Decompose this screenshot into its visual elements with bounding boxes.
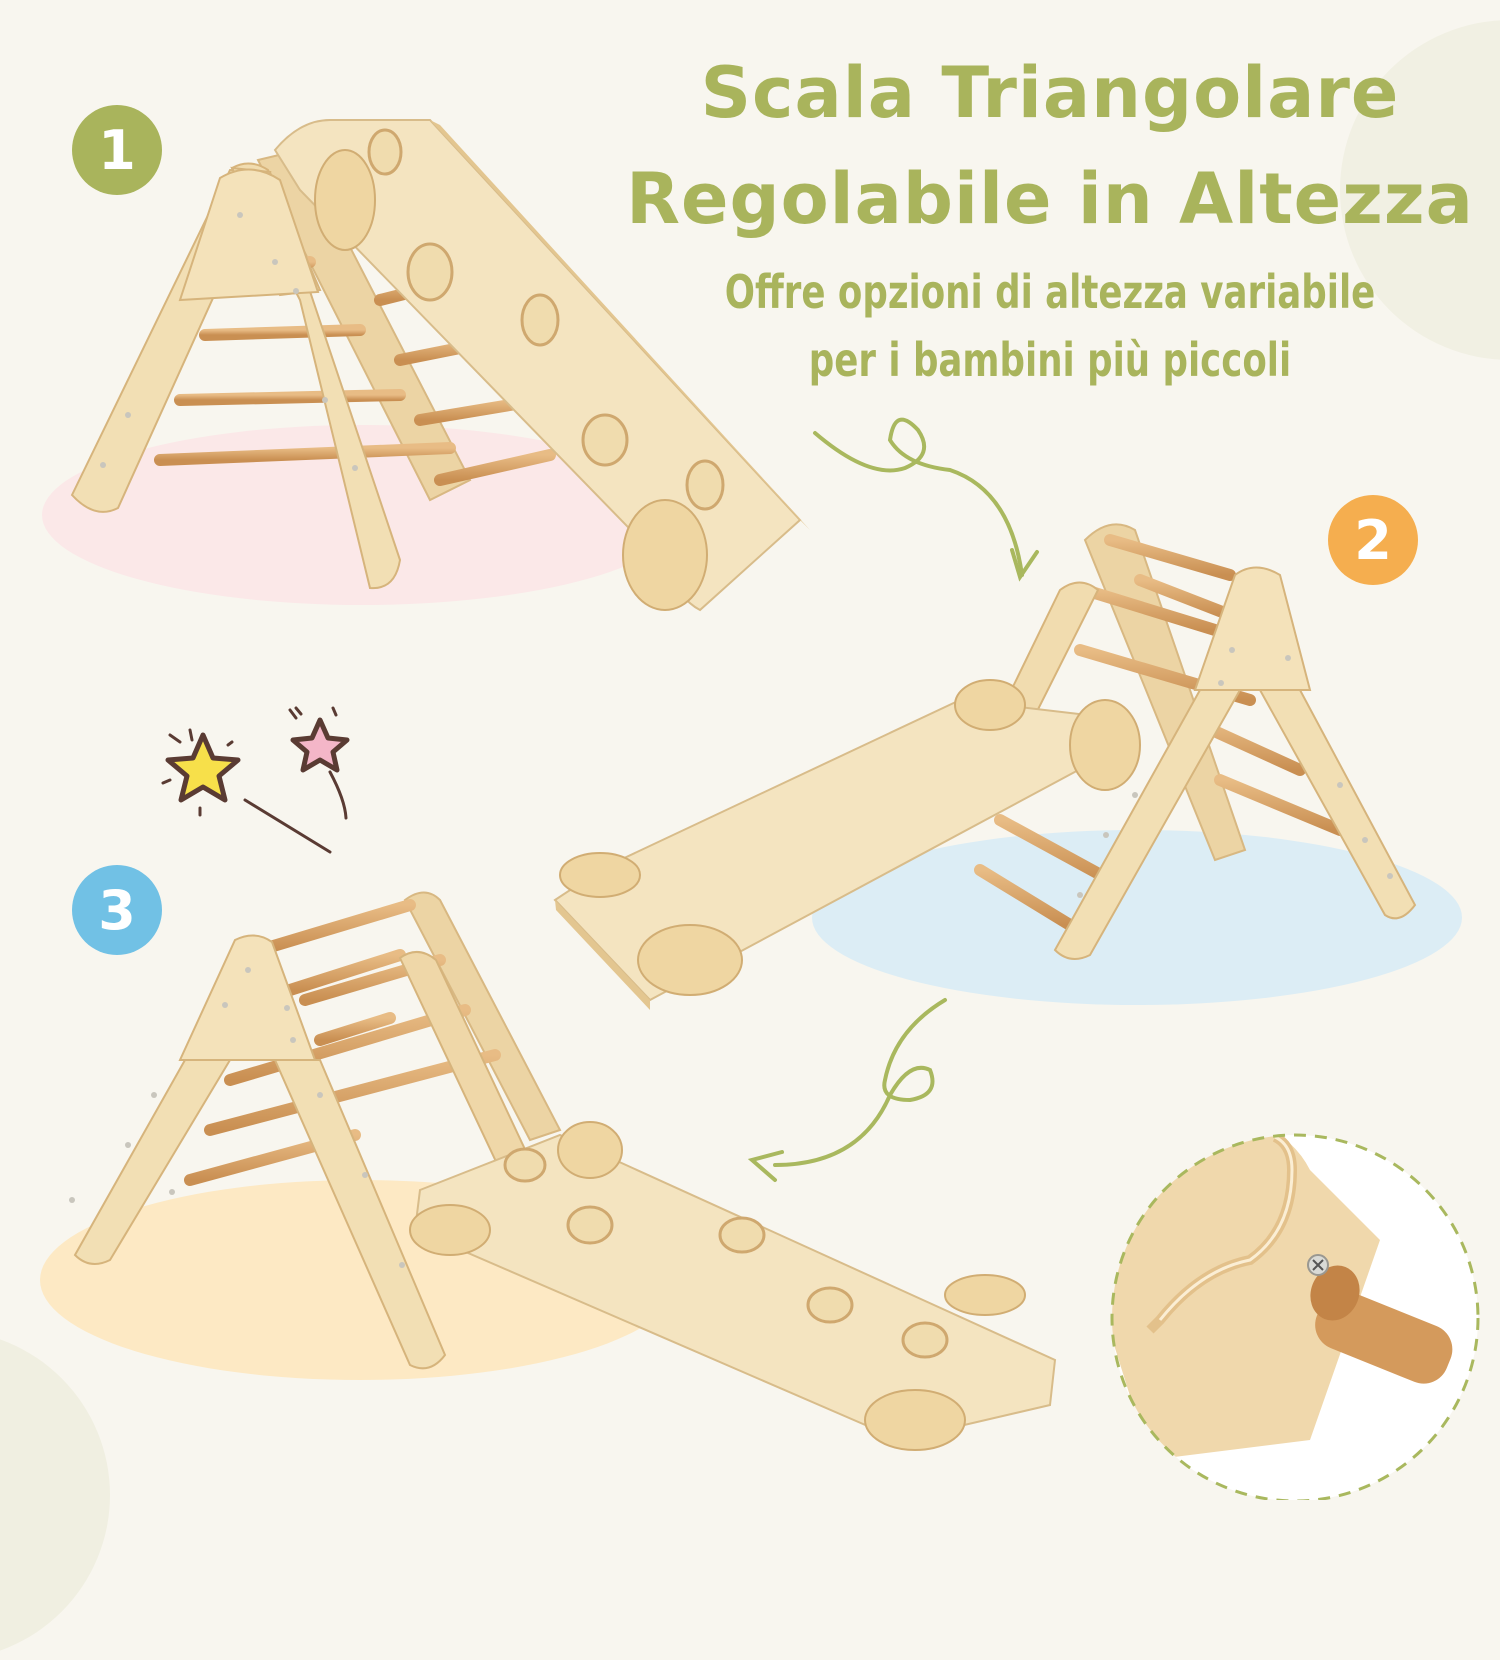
subheading-line-2: per i bambini più piccoli: [808, 333, 1292, 387]
configuration-2-illustration: [553, 523, 1417, 1010]
step-badge-3: 3: [72, 865, 162, 955]
curly-arrow-down-icon: [813, 417, 1039, 582]
heading-line-1: Scala Triangolare: [700, 52, 1400, 134]
curly-arrow-left-icon: [747, 998, 947, 1182]
detail-inset-hook: [1110, 1133, 1480, 1500]
yellow-star-icon: [161, 728, 332, 854]
configuration-3-illustration: [69, 891, 1057, 1451]
step-badge-1: 1: [72, 105, 162, 195]
subheading-line-1: Offre opzioni di altezza variabile: [724, 265, 1376, 319]
pink-star-icon: [288, 706, 350, 820]
configuration-1-illustration: [70, 119, 810, 612]
heading-line-2: Regolabile in Altezza: [626, 158, 1474, 240]
step-badge-2: 2: [1328, 495, 1418, 585]
